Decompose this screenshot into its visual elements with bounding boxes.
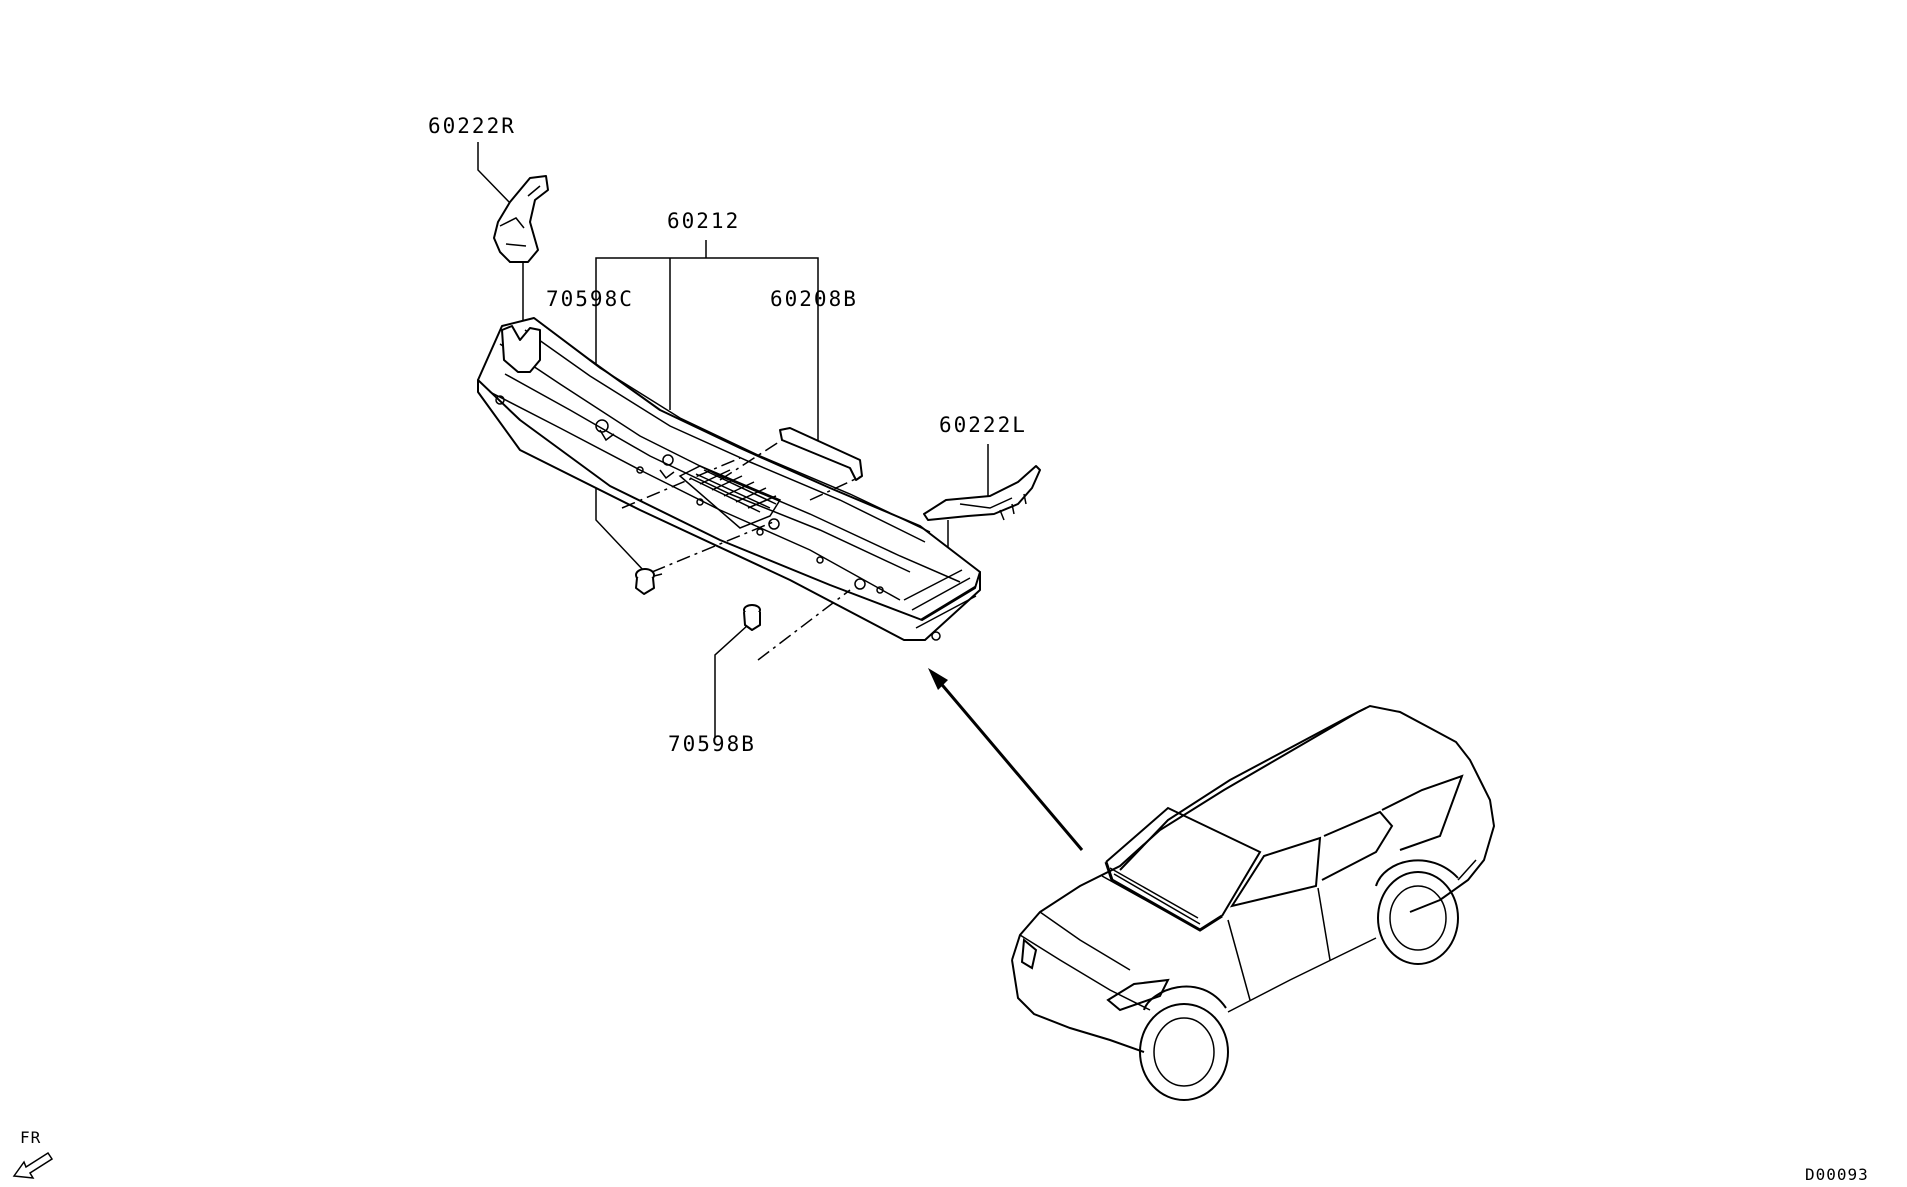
part-label-60222L[interactable]: 60222L bbox=[939, 413, 1027, 437]
cowl-top-panel[interactable] bbox=[477, 317, 981, 641]
cowl-side-right-part[interactable] bbox=[493, 175, 549, 263]
part-label-60208B[interactable]: 60208B bbox=[770, 287, 858, 311]
location-arrow bbox=[928, 668, 1084, 851]
front-indicator-label: FR bbox=[20, 1128, 41, 1147]
part-label-70598C[interactable]: 70598C bbox=[546, 287, 634, 311]
seal-strip-part[interactable] bbox=[779, 427, 863, 481]
front-arrow-icon bbox=[12, 1151, 54, 1179]
cowl-grille-mesh bbox=[689, 469, 777, 513]
front-indicator: FR bbox=[12, 1128, 54, 1179]
part-label-70598B[interactable]: 70598B bbox=[668, 732, 756, 756]
diagram-code: D00093 bbox=[1805, 1165, 1869, 1184]
clip-70598B-part[interactable] bbox=[743, 604, 761, 631]
vehicle-outline bbox=[1011, 704, 1496, 1101]
cowl-side-left-part[interactable] bbox=[923, 465, 1041, 521]
part-label-60212[interactable]: 60212 bbox=[667, 209, 740, 233]
clip-70598C-part[interactable] bbox=[635, 568, 663, 595]
part-label-60222R[interactable]: 60222R bbox=[428, 114, 516, 138]
dashed-guide-lines bbox=[621, 439, 863, 661]
